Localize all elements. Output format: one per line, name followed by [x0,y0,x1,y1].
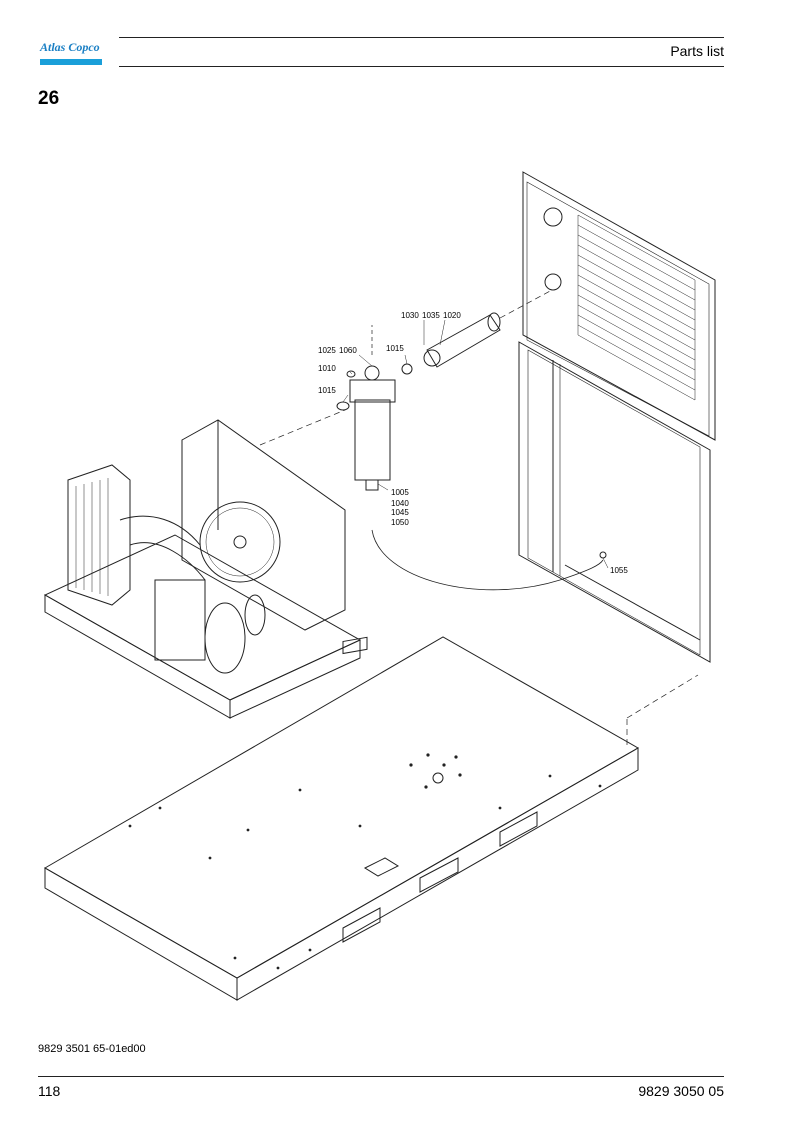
callout-label: 1005 [391,488,409,497]
drawing-reference: 9829 3501 65-01ed00 [38,1043,146,1055]
callout-labels: 1030 1035 1020 1025 1060 1015 1010 1015 … [318,311,628,575]
leader-lines [342,319,609,569]
callout-label: 1050 [391,518,409,527]
callout-label: 1020 [443,311,461,320]
drain-hose [371,529,604,591]
exploded-parts-drawing: 1030 1035 1020 1025 1060 1015 1010 1015 … [43,171,716,1001]
footer-rule [38,1076,724,1077]
page-number: 118 [38,1083,61,1099]
filter-housing [336,365,396,491]
callout-label: 1010 [318,364,336,373]
header-rule-top [119,37,724,38]
logo-bar [40,59,102,65]
callout-label: 1040 [391,499,409,508]
callout-label: 1015 [386,344,404,353]
callout-label: 1035 [422,311,440,320]
callout-label: 1025 [318,346,336,355]
section-number: 26 [38,88,60,109]
pipe-fitting [401,312,501,375]
rear-grille-panel [522,171,716,441]
callout-label: 1045 [391,508,409,517]
atlas-copco-logo: Atlas Copco [40,37,102,67]
header-rule-bottom [119,66,724,67]
callout-label: 1060 [339,346,357,355]
base-plate [43,636,640,1001]
callout-label: 1055 [610,566,628,575]
callout-label: 1030 [401,311,419,320]
assembly-lines [259,289,699,745]
document-number: 9829 3050 05 [638,1083,724,1099]
callout-label: 1015 [318,386,336,395]
logo-wordmark: Atlas Copco [40,40,100,54]
service-panel-frame [518,341,711,663]
header-title: Parts list [670,43,724,59]
refrigeration-unit [43,419,362,719]
